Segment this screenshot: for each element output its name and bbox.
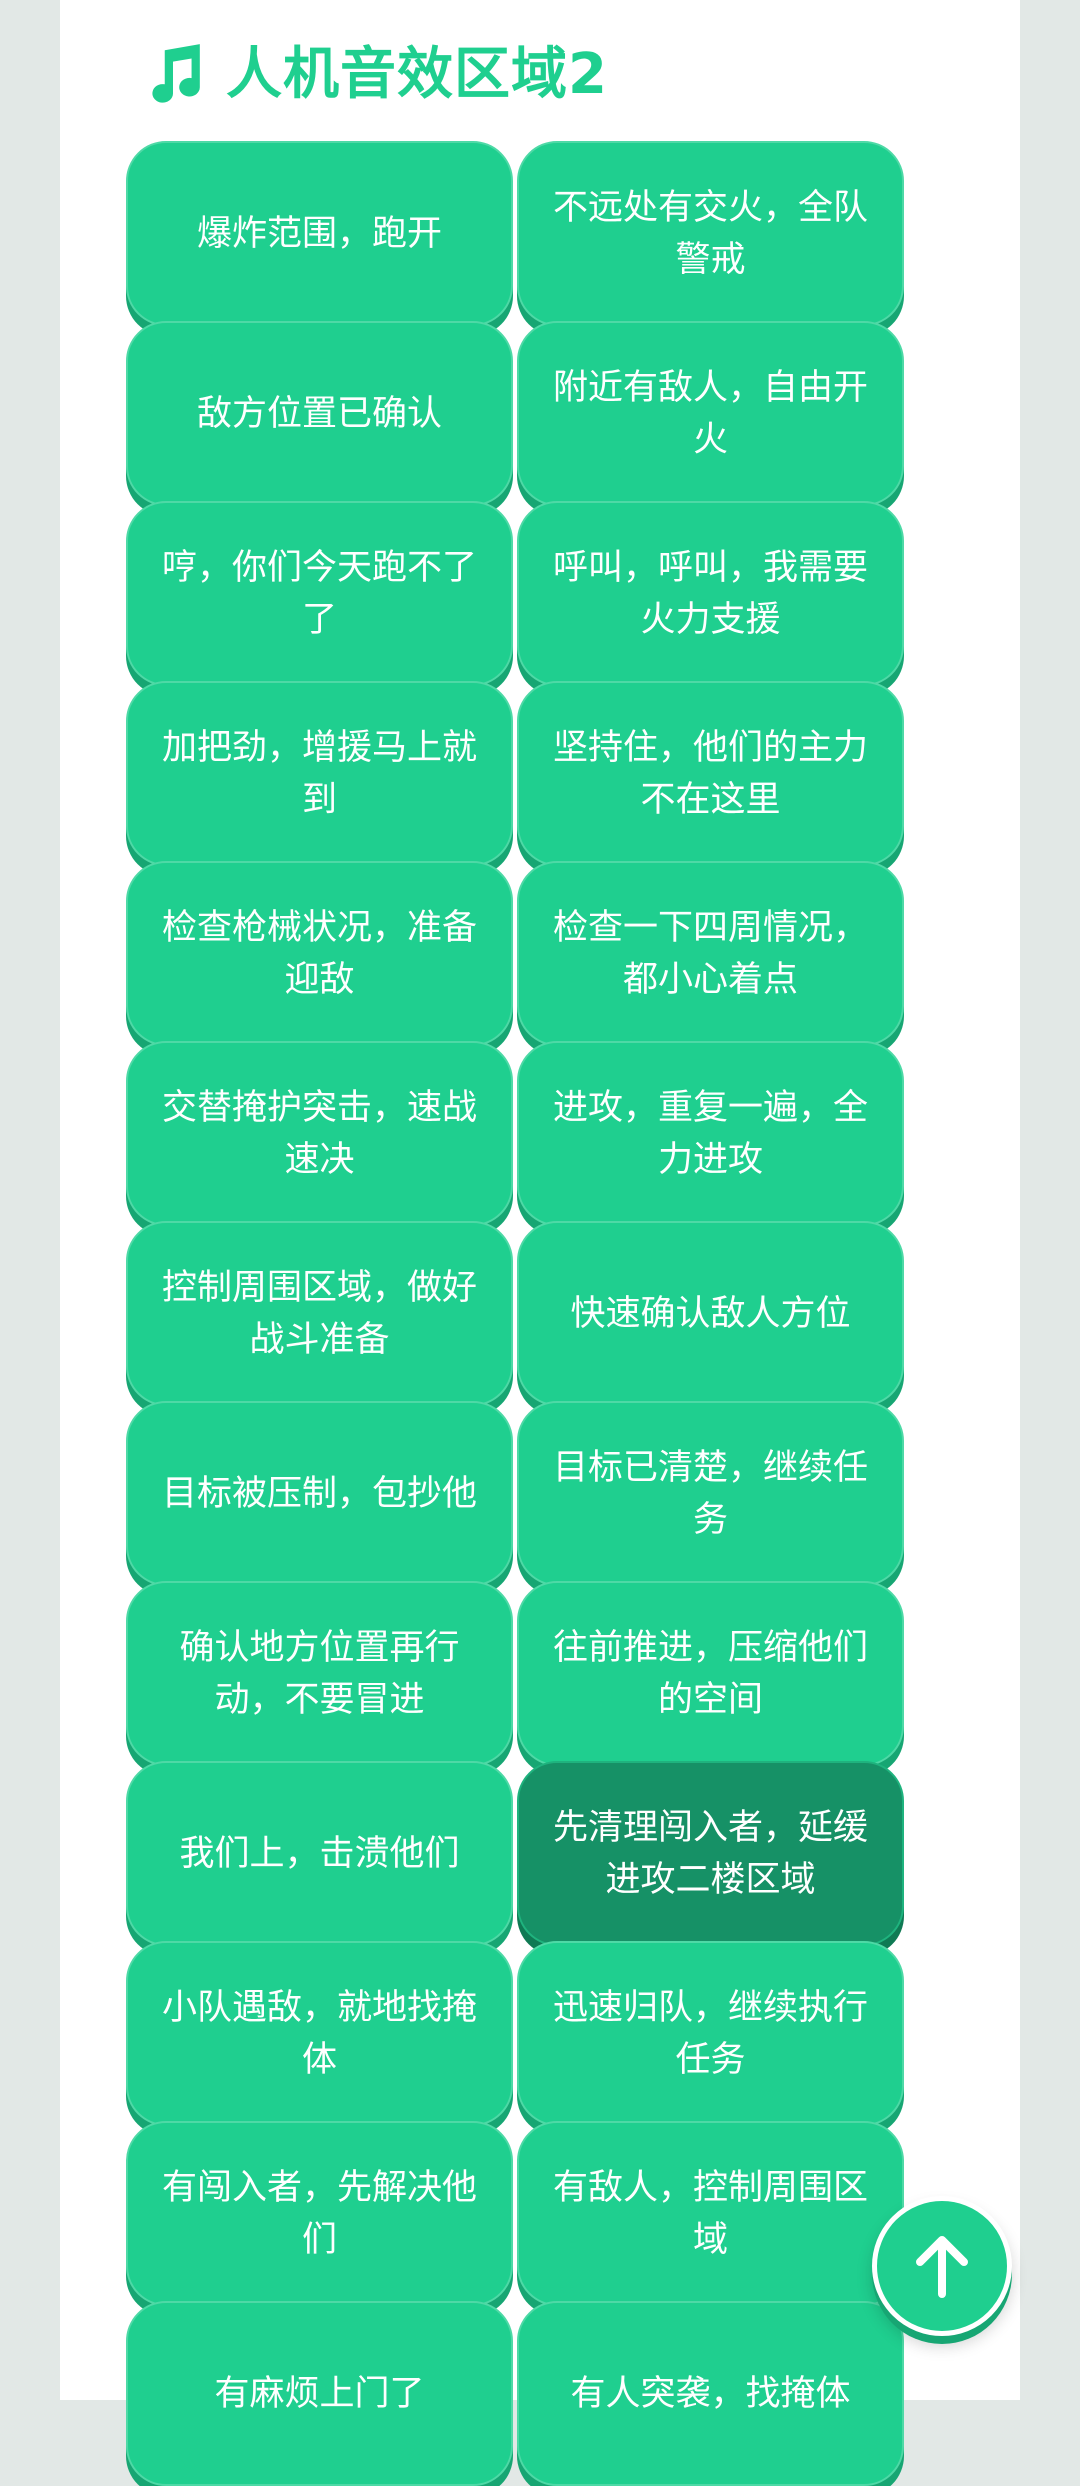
sound-button[interactable]: 坚持住，他们的主力不在这里 [517,681,904,866]
sound-button-label: 我们上，击溃他们 [179,1833,460,1874]
sound-button[interactable]: 我们上，击溃他们 [126,1761,513,1946]
sound-button-label: 哼，你们今天跑不了了 [161,547,477,640]
sound-button[interactable]: 小队遇敌，就地找掩体 [126,1941,513,2126]
sound-button[interactable]: 迅速归队，继续执行任务 [517,1941,904,2126]
sound-button-label: 往前推进，压缩他们的空间 [552,1627,868,1720]
sound-button-label: 检查一下四周情况，都小心着点 [552,907,868,1000]
sound-button[interactable]: 呼叫，呼叫，我需要火力支援 [517,501,904,686]
sound-button-label: 目标已清楚，继续任务 [552,1447,868,1540]
sound-button[interactable]: 敌方位置已确认 [126,321,513,506]
sound-button-label: 快速确认敌人方位 [570,1293,851,1334]
sound-button-label: 有敌人，控制周围区域 [552,2167,868,2260]
sound-button-label: 先清理闯入者，延缓进攻二楼区域 [552,1807,868,1900]
sound-button-label: 有麻烦上门了 [214,2373,425,2414]
section-header: 人机音效区域2 [140,30,608,120]
sound-button-label: 交替掩护突击，速战速决 [161,1087,477,1180]
section-title: 人机音效区域2 [226,42,608,107]
sound-button-label: 爆炸范围，跑开 [196,213,442,254]
sound-button[interactable]: 检查枪械状况，准备迎敌 [126,861,513,1046]
sound-button-label: 加把劲，增援马上就到 [161,727,477,820]
sound-button[interactable]: 控制周围区域，做好战斗准备 [126,1221,513,1406]
sound-button[interactable]: 有人突袭，找掩体 [517,2301,904,2486]
sound-button[interactable]: 进攻，重复一遍，全力进攻 [517,1041,904,1226]
sound-button[interactable]: 先清理闯入者，延缓进攻二楼区域 [517,1761,904,1946]
sound-button-label: 不远处有交火，全队警戒 [552,187,868,280]
sound-button[interactable]: 目标已清楚，继续任务 [517,1401,904,1586]
sound-button[interactable]: 附近有敌人，自由开火 [517,321,904,506]
sound-button-label: 迅速归队，继续执行任务 [552,1987,868,2080]
sound-button[interactable]: 确认地方位置再行动，不要冒进 [126,1581,513,1766]
sound-button-label: 确认地方位置再行动，不要冒进 [179,1627,460,1720]
content-panel: 人机音效区域2 爆炸范围，跑开 不远处有交火，全队警戒敌方位置已确认 附近有敌人，自… [60,0,1020,2486]
sound-button[interactable]: 爆炸范围，跑开 [126,141,513,326]
sound-button[interactable]: 哼，你们今天跑不了了 [126,501,513,686]
sound-button[interactable]: 检查一下四周情况，都小心着点 [517,861,904,1046]
sound-button-label: 有闯入者，先解决他们 [161,2167,477,2260]
sound-button[interactable]: 往前推进，压缩他们的空间 [517,1581,904,1766]
sound-button-label: 有人突袭，找掩体 [570,2373,851,2414]
sound-button-label: 检查枪械状况，准备迎敌 [161,907,477,1000]
sound-button-label: 附近有敌人，自由开火 [552,367,868,460]
sound-button[interactable]: 目标被压制，包抄他 [126,1401,513,1586]
sound-button-label: 小队遇敌，就地找掩体 [161,1987,477,2080]
sound-button-label: 敌方位置已确认 [196,393,442,434]
sound-button-label: 控制周围区域，做好战斗准备 [161,1267,477,1360]
arrow-up-icon [916,2236,968,2298]
sound-button[interactable]: 快速确认敌人方位 [517,1221,904,1406]
sound-button[interactable]: 有敌人，控制周围区域 [517,2121,904,2306]
sound-button-label: 呼叫，呼叫，我需要火力支援 [552,547,868,640]
sound-button[interactable]: 不远处有交火，全队警戒 [517,141,904,326]
sound-button[interactable]: 有麻烦上门了 [126,2301,513,2486]
sound-button-label: 目标被压制，包抄他 [161,1473,477,1514]
sound-button-label: 进攻，重复一遍，全力进攻 [552,1087,868,1180]
music-note-icon [152,44,200,103]
sound-button[interactable]: 交替掩护突击，速战速决 [126,1041,513,1226]
back-to-top-button[interactable] [872,2196,1012,2336]
sound-button-label: 坚持住，他们的主力不在这里 [552,727,868,820]
sound-button[interactable]: 有闯入者，先解决他们 [126,2121,513,2306]
sound-button[interactable]: 加把劲，增援马上就到 [126,681,513,866]
